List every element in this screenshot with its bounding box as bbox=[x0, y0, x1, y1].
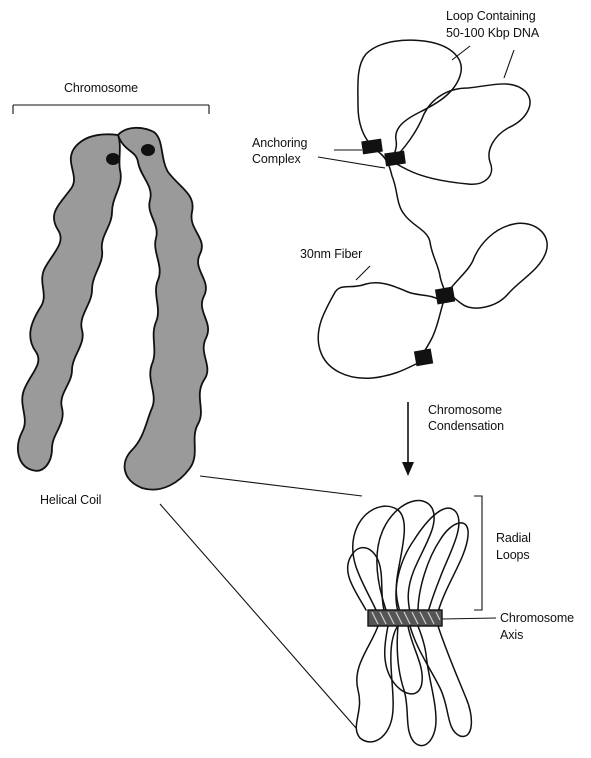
fiber-label: 30nm Fiber bbox=[300, 247, 362, 261]
left-chromatid bbox=[18, 134, 121, 470]
axis-leader-line bbox=[442, 618, 496, 619]
loop-containing-label-2: 50-100 Kbp DNA bbox=[446, 26, 540, 40]
centromere-right bbox=[141, 144, 155, 156]
loop-containing-label-1: Loop Containing bbox=[446, 9, 536, 23]
chromosome-bracket bbox=[13, 105, 209, 114]
radial-loops-bracket bbox=[474, 496, 482, 610]
condensation-label-2: Condensation bbox=[428, 419, 504, 433]
axis-label-2: Axis bbox=[500, 628, 523, 642]
radial-label-1: Radial bbox=[496, 531, 531, 545]
anchor-block-3 bbox=[435, 287, 455, 305]
anchor-block-1 bbox=[361, 139, 383, 155]
fiber-loops bbox=[318, 40, 547, 378]
anchor-block-2 bbox=[384, 151, 406, 167]
anchoring-label-2: Complex bbox=[252, 152, 301, 166]
chromosome-label: Chromosome bbox=[64, 81, 138, 95]
anchoring-label-1: Anchoring bbox=[252, 136, 308, 150]
chromosome-axis-band bbox=[368, 610, 442, 626]
centromere-left bbox=[106, 153, 120, 165]
anchor-block-4 bbox=[414, 349, 433, 367]
helical-coil-label: Helical Coil bbox=[40, 493, 101, 507]
right-chromatid bbox=[118, 128, 208, 490]
connector-line-upper bbox=[200, 476, 362, 496]
anchoring-leader-lines bbox=[318, 150, 385, 168]
axis-label-1: Chromosome bbox=[500, 611, 574, 625]
condensation-label-1: Chromosome bbox=[428, 403, 502, 417]
connector-line-lower bbox=[160, 504, 356, 728]
fiber-leader-line bbox=[356, 266, 370, 280]
condensation-arrow bbox=[402, 402, 414, 476]
radial-label-2: Loops bbox=[496, 548, 530, 562]
